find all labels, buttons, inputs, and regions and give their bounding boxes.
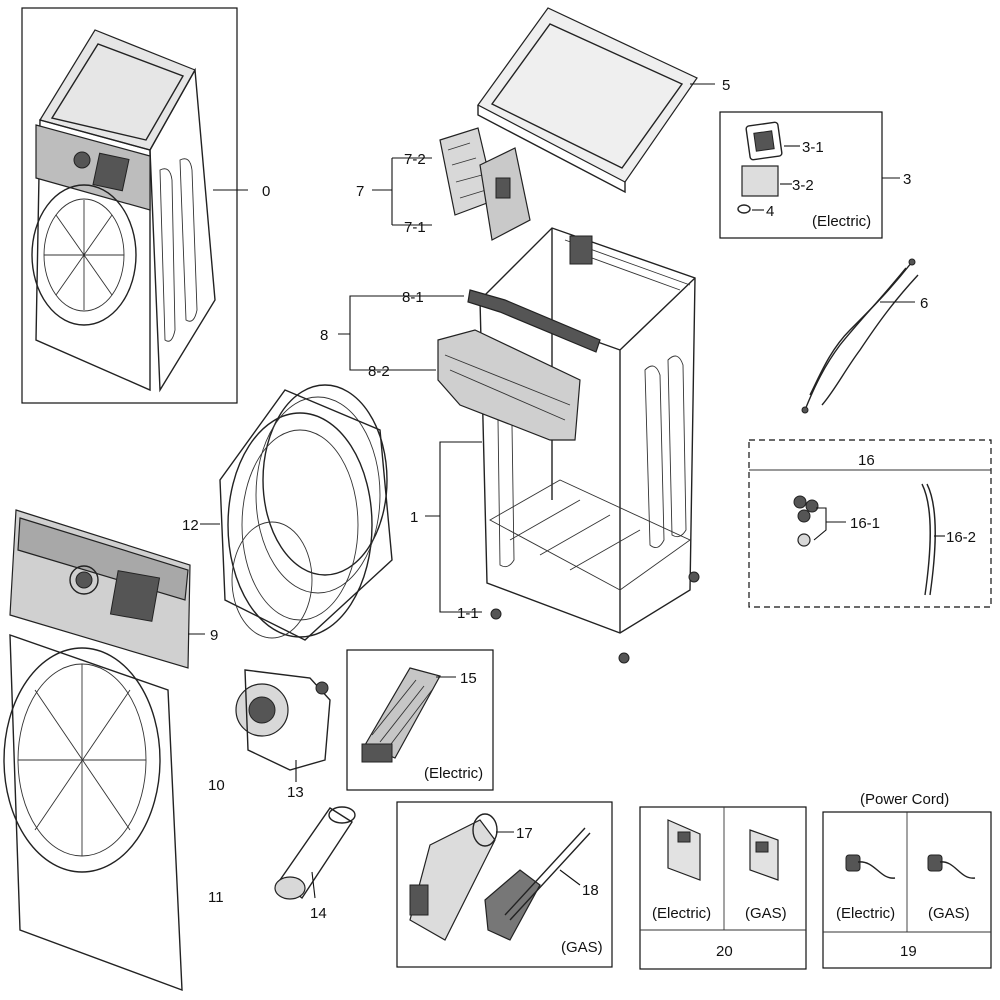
box-19-electric: (Electric) [836,905,895,922]
label-7-2: 7-2 [404,151,426,168]
label-18: 18 [582,882,599,899]
label-3: 3 [903,171,911,188]
label-3-2: 3-2 [792,177,814,194]
wire-harness-illustration [801,258,919,414]
box-3-note: (Electric) [812,213,871,230]
box-19-title: (Power Cord) [860,791,949,808]
label-1-1: 1-1 [457,605,479,622]
assembly-box [21,7,238,404]
duct-illustration [274,806,356,900]
heater-illustration [361,667,441,763]
label-16-1: 16-1 [850,515,880,532]
box-15 [346,649,494,791]
cabinet-illustration [479,227,700,664]
box-20-gas: (GAS) [745,905,787,922]
label-14: 14 [310,905,327,922]
box-20-electric: (Electric) [652,905,711,922]
label-9: 9 [210,627,218,644]
box-17-18 [396,801,613,968]
power-cord-illustrations [845,854,976,879]
front-door-illustration [3,634,183,992]
gas-valve-illustration [409,813,591,941]
label-17: 17 [516,825,533,842]
dryer-assembly-illustration [31,29,216,393]
box-17-18-note: (GAS) [561,939,603,956]
drum-illustration [219,384,393,641]
control-bracket-illustration [439,127,531,241]
label-15: 15 [460,670,477,687]
frame-illustration [437,289,601,441]
label-4: 4 [766,203,774,220]
label-5: 5 [722,77,730,94]
top-panel-illustration [477,7,698,194]
box-3 [719,111,883,239]
box-15-note: (Electric) [424,765,483,782]
control-panel-illustration [9,509,191,669]
label-7: 7 [356,183,364,200]
label-16-2: 16-2 [946,529,976,546]
label-1: 1 [410,509,418,526]
label-0: 0 [262,183,270,200]
label-11: 11 [208,889,224,906]
label-6: 6 [920,295,928,312]
label-10: 10 [208,777,225,794]
label-13: 13 [287,784,304,801]
label-12: 12 [182,517,199,534]
box-20 [639,806,807,970]
label-8: 8 [320,327,328,344]
label-16: 16 [858,452,875,469]
box-16 [748,439,992,608]
label-7-1: 7-1 [404,219,426,236]
label-8-2: 8-2 [368,363,390,380]
part-3-illustration [737,121,783,214]
box-19-gas: (GAS) [928,905,970,922]
label-8-1: 8-1 [402,289,424,306]
bracket-illustrations [667,819,779,881]
label-3-1: 3-1 [802,139,824,156]
label-19: 19 [900,943,917,960]
blower-illustration [235,669,331,771]
label-20: 20 [716,943,733,960]
